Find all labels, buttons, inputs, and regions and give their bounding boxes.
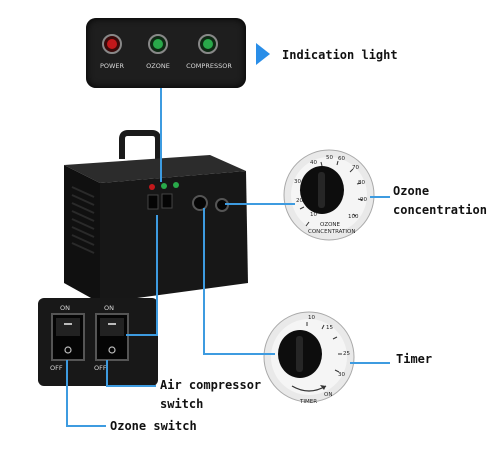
ozone-dial-svg[interactable] [282,148,377,243]
ozone-tick-50: 50 [326,155,333,161]
ozone-concentration-label-1: Ozone [393,184,430,198]
timer-tick-15: 15 [326,325,333,331]
leader-ozsw-v [66,360,68,426]
leader-switch-v [156,215,158,335]
leader-air-v [106,360,108,386]
air-compressor-switch-label-1: Air compressor [160,378,262,392]
leader-timer-v [203,208,205,354]
leader-ozone-right [370,196,390,198]
ozone-tick-100: 100 [348,214,359,220]
indicator-lights-svg [102,34,218,54]
ozone-tick-30: 30 [294,179,301,185]
leader-indicator-v [160,88,162,182]
leader-air-h [106,385,156,387]
ozone-tick-20: 20 [296,198,303,204]
right-switch-off-label: OFF [94,364,107,372]
timer-label: Timer [396,352,433,366]
ozone-tick-70: 70 [352,165,359,171]
left-switch-on-label: ON [60,304,70,312]
ozone-tick-10: 10 [310,212,317,218]
leader-switch-h [126,334,158,336]
ozone-dial-label-1: OZONE [320,222,341,228]
indication-light-label: Indication light [282,48,398,62]
leader-ozone-h [225,203,295,205]
leader-ozsw-h [66,425,106,427]
compressor-label: COMPRESSOR [186,62,232,70]
timer-dial-svg[interactable] [262,310,357,405]
leader-timer-h [203,353,275,355]
ozone-switch-label: Ozone switch [110,419,197,433]
timer-dial-label: TIMER [300,399,318,405]
device-body-svg [64,130,248,303]
power-label: POWER [99,62,125,70]
timer-tick-10: 10 [308,315,315,321]
ozone-tick-60: 60 [338,156,345,162]
air-compressor-switch-label-2: switch [160,397,204,411]
timer-tick-30: 30 [338,372,345,378]
timer-on-label: ON [324,392,333,398]
ozone-tick-80: 80 [358,180,365,186]
ozone-concentration-label-2: concentration [393,203,487,217]
right-switch-on-label: ON [104,304,114,312]
ozone-label: OZONE [146,62,170,70]
ozone-tick-40: 40 [310,160,317,166]
left-switch-off-label: OFF [50,364,63,372]
indication-light-arrow-icon [256,43,270,65]
ozone-dial-label-2: CONCENTRATION [308,229,356,235]
leader-timer-right [350,362,390,364]
indicator-panel: POWER OZONE COMPRESSOR [86,18,246,88]
timer-tick-25: 25 [343,351,350,357]
switches-svg [51,313,129,361]
ozone-tick-90: 90 [360,197,367,203]
